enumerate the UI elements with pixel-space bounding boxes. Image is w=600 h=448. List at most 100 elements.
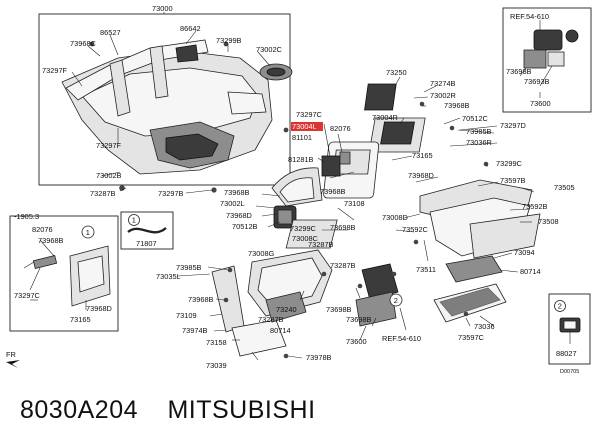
label-71807: 71807 <box>136 239 157 248</box>
label-86642: 86642 <box>180 24 201 33</box>
label-73165-a: 73165 <box>412 151 433 160</box>
label-73698b-b: 73698B <box>326 305 352 314</box>
label-73250: 73250 <box>386 68 407 77</box>
center-bezel-part <box>321 141 380 199</box>
label-ref-a: REF.54-610 <box>510 12 549 21</box>
label-73299c-a: 73299C <box>496 159 523 168</box>
label-73297f-b: 73297F <box>96 141 122 150</box>
label-1905: -1905.3 <box>14 212 39 221</box>
label-73039: 73039 <box>206 361 227 370</box>
variant-inset-frame <box>9 215 119 332</box>
label-73158: 73158 <box>206 338 227 347</box>
glove-box-part <box>419 179 541 259</box>
label-73008d: 73008D <box>382 213 408 222</box>
label-73287b-b: 73287B <box>308 240 334 249</box>
label-73297c-a: 73297C <box>296 110 323 119</box>
callout-2-b: 2 <box>558 302 562 311</box>
label-73002r: 73002R <box>430 91 456 100</box>
label-73600-b: 73600 <box>530 99 551 108</box>
label-70512c: 70512C <box>462 114 489 123</box>
label-81101: 81101 <box>292 133 312 142</box>
label-73508: 73508 <box>538 217 559 226</box>
upper-panel-frame <box>38 13 291 186</box>
label-73597b: 73597B <box>500 176 526 185</box>
meter-hood-part <box>271 167 323 207</box>
label-73968d-c: 73968D <box>86 304 112 313</box>
wire-harness-part <box>127 227 167 234</box>
brand-name: MITSUBISHI <box>167 396 316 424</box>
label-ref-b: REF.54-610 <box>382 334 421 343</box>
label-73287b-a: 73287B <box>90 189 116 198</box>
label-73968b-c: 73968B <box>320 187 346 196</box>
label-80714-b: 80714 <box>270 326 291 335</box>
label-73698b-c: 73698B <box>346 315 372 324</box>
label-73600-a: 73600 <box>346 337 367 346</box>
label-73287b-c: 73287B <box>330 261 356 270</box>
ref-inset-frame <box>502 7 592 113</box>
label-73274b: 73274B <box>430 79 456 88</box>
console-part <box>247 219 399 327</box>
part-code: 8030A204 <box>20 396 139 424</box>
callout-1-b: 1 <box>132 216 136 225</box>
label-73968b-d: 73968B <box>38 236 64 245</box>
label-73002c: 73002C <box>256 45 283 54</box>
label-73000: 73000 <box>152 4 173 13</box>
label-73297f-a: 73297F <box>42 66 68 75</box>
label-88027: 88027 <box>556 349 577 358</box>
label-80714-a: 80714 <box>520 267 541 276</box>
label-86527: 86527 <box>100 28 121 37</box>
label-73008c: 73008C <box>292 234 319 243</box>
speaker-grille-part <box>259 63 293 81</box>
label-73008g: 73008G <box>248 249 275 258</box>
label-73109: 73109 <box>176 311 197 320</box>
label-73968b-b: 73968B <box>224 188 250 197</box>
ref-inset-part <box>523 29 579 69</box>
label-73968b-e: 73968B <box>188 295 214 304</box>
label-73287b-d: 73287B <box>258 315 284 324</box>
label-73036: 73036 <box>474 322 495 331</box>
clip-inset-frame <box>548 293 591 365</box>
label-73968c: 73968C <box>70 39 97 48</box>
instrument-panel-part <box>61 49 273 175</box>
leader-lines <box>23 12 571 361</box>
variant-panel-part <box>32 245 111 307</box>
label-73108: 73108 <box>344 199 365 208</box>
lower-tray-part <box>433 255 507 323</box>
center-switch-part <box>364 83 426 153</box>
label-73004l: 73004L <box>292 122 317 131</box>
label-73240: 73240 <box>276 305 297 314</box>
label-73592c: 73592C <box>402 225 429 234</box>
label-73505: 73505 <box>554 183 575 192</box>
label-73299c-b: 73299C <box>290 224 317 233</box>
label-73968d-a: 73968D <box>408 171 434 180</box>
label-73985b-a: 73985B <box>466 127 492 136</box>
highlight-73004l <box>291 122 323 131</box>
label-70512b: 70512B <box>232 222 258 231</box>
label-73985b-b: 73985B <box>176 263 202 272</box>
label-73002b: 73002B <box>96 171 122 180</box>
label-fr: FR <box>6 350 16 359</box>
label-73978b: 73978B <box>306 353 332 362</box>
label-73693b: 73693B <box>524 77 550 86</box>
fastener-parts <box>89 41 489 359</box>
label-82076-b: 82076 <box>32 225 53 234</box>
label-73035l: 73035L <box>156 272 181 281</box>
label-73004r: 73004R <box>372 113 398 122</box>
air-duct-part <box>65 39 209 117</box>
label-73297b: 73297B <box>158 189 184 198</box>
callouts: 1 1 2 2 <box>81 214 566 312</box>
label-82076-a: 82076 <box>330 124 351 133</box>
label-73165-b: 73165 <box>70 315 91 324</box>
part-labels: 73000 86527 86642 73968C 73299B 73002C 7… <box>6 4 579 375</box>
label-81281b: 81281B <box>288 155 314 164</box>
label-73002l: 73002L <box>220 199 245 208</box>
label-diagram-code: D00705 <box>560 369 579 375</box>
label-73036r: 73036R <box>466 138 492 147</box>
footer-caption: 8030A204 MITSUBISHI <box>20 396 338 425</box>
label-73968d-b: 73968D <box>226 211 252 220</box>
callout-2-a: 2 <box>394 296 398 305</box>
label-73698b-a: 73698B <box>330 223 356 232</box>
wire-inset-frame <box>120 211 174 250</box>
label-73597c: 73597C <box>458 333 485 342</box>
callout-1-a: 1 <box>86 228 90 237</box>
